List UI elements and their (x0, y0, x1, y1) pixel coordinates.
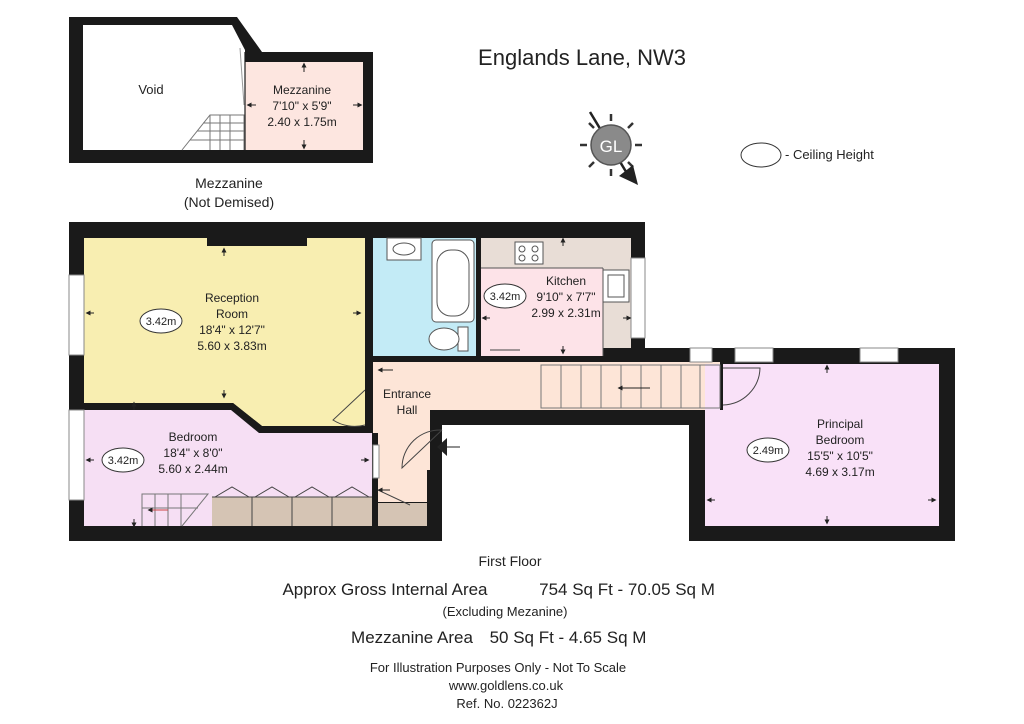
kitchen-fixtures (514, 241, 630, 303)
disclaimer: For Illustration Purposes Only - Not To … (370, 660, 626, 675)
main-staircase (540, 364, 721, 409)
mezzanine-area-value: 50 Sq Ft - 4.65 Sq M (490, 628, 647, 647)
ceiling-height-kitchen-value: 3.42m (490, 291, 521, 303)
dimension-arrows (85, 237, 937, 528)
mezzanine-stairs (181, 114, 245, 151)
gia-label: Approx Gross Internal Area (282, 580, 488, 599)
ceiling-height-bedroom-value: 3.42m (108, 455, 139, 467)
entrance-hall-name-2: Hall (397, 403, 418, 417)
hob (514, 241, 544, 265)
footer: First Floor Approx Gross Internal Area 7… (282, 553, 714, 711)
windows (68, 257, 899, 501)
reception-metric: 5.60 x 3.83m (197, 339, 266, 353)
gia-value: 754 Sq Ft - 70.05 Sq M (539, 580, 715, 599)
mezzanine-caption: Mezzanine (195, 175, 263, 191)
goldlens-logo: GL (580, 111, 642, 185)
kitchen-name: Kitchen (546, 274, 586, 288)
gia-note: (Excluding Mezanine) (442, 604, 567, 619)
mezzanine-area-label: Mezzanine Area (351, 628, 473, 647)
bedroom-name: Bedroom (169, 430, 218, 444)
ceiling-height-markers (101, 283, 790, 473)
principal-bedroom-imperial: 15'5" x 10'5" (807, 449, 873, 463)
ceiling-height-bedroom (101, 447, 145, 473)
void-label: Void (138, 82, 163, 97)
bedroom-imperial: 18'4" x 8'0" (163, 446, 222, 460)
hall-cupboard (373, 503, 427, 526)
legend-text: - Ceiling Height (785, 147, 874, 162)
mezzanine-room-imperial: 7'10" x 5'9" (272, 99, 331, 113)
bathroom-fixtures (386, 237, 475, 352)
principal-bedroom-name-2: Bedroom (816, 433, 865, 447)
entrance-hall (373, 362, 720, 502)
kitchen-imperial: 9'10" x 7'7" (536, 290, 595, 304)
ceiling-height-reception-value: 3.42m (146, 316, 177, 328)
principal-bedroom-name: Principal (817, 417, 863, 431)
bedroom-metric: 5.60 x 2.44m (158, 462, 227, 476)
ceiling-height-marker (740, 142, 782, 168)
reference-number: Ref. No. 022362J (456, 696, 557, 711)
ceiling-height-principal-value: 2.49m (753, 445, 784, 457)
wardrobe-doors (212, 486, 372, 526)
reception-room (84, 238, 365, 426)
floor-label: First Floor (479, 553, 542, 569)
mezzanine-room-fill (245, 62, 363, 150)
mezzanine-room-metric: 2.40 x 1.75m (267, 115, 336, 129)
first-floor-plan: 3.42m 3.42m 3.42m 2.49m Reception Room 1… (68, 222, 955, 541)
mezzanine-plan: Void Mezzanine 7'10" x 5'9" 2.40 x 1.75m… (69, 17, 373, 210)
website: www.goldlens.co.uk (448, 678, 564, 693)
void-area (83, 25, 245, 150)
entrance-hall-name: Entrance (383, 387, 431, 401)
ceiling-height-principal (746, 437, 790, 463)
mezzanine-room-name: Mezzanine (273, 83, 331, 97)
ceiling-height-reception (139, 308, 183, 334)
principal-bedroom-metric: 4.69 x 3.17m (805, 465, 874, 479)
principal-bedroom (705, 364, 939, 526)
reception-imperial: 18'4" x 12'7" (199, 323, 265, 337)
legend: - Ceiling Height (740, 142, 874, 168)
logo-text: GL (600, 137, 623, 156)
doors (332, 349, 761, 506)
kitchen-metric: 2.99 x 2.31m (531, 306, 600, 320)
ceiling-height-kitchen (483, 283, 527, 309)
reception-name: Reception (205, 291, 259, 305)
reception-name-2: Room (216, 307, 248, 321)
plan-title: Englands Lane, NW3 (478, 45, 686, 70)
mezzanine-caption-sub: (Not Demised) (184, 194, 274, 210)
